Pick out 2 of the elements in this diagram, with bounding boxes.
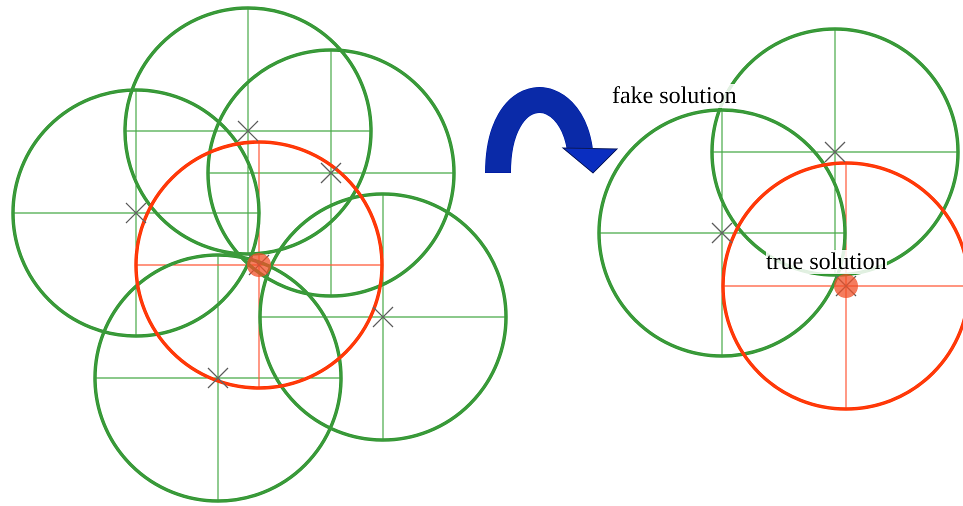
solution-label: true solution (766, 250, 887, 274)
solution-label: fake solution (612, 84, 737, 108)
